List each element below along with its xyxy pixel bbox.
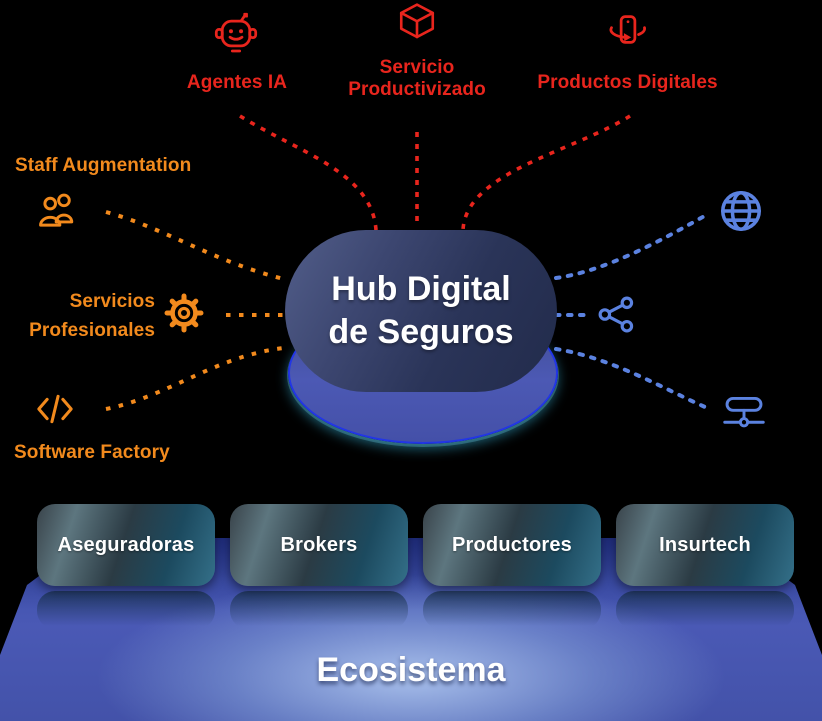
hub-title-line2: de Seguros	[328, 313, 514, 351]
box-label: Aseguradoras	[57, 533, 195, 556]
label-text: Productos Digitales	[537, 72, 718, 93]
box-label: Insurtech	[659, 533, 751, 556]
server-icon	[723, 396, 765, 428]
box-productores: Productores	[423, 504, 601, 586]
box-label: Productores	[451, 533, 572, 556]
box-label: Brokers	[280, 533, 358, 556]
robot-icon	[214, 12, 258, 53]
code-icon	[37, 394, 73, 424]
label-servicio-productivizado: Servicio Productivizado	[327, 57, 507, 102]
ecosistema-label: Ecosistema	[316, 651, 506, 689]
connector-software-factory	[105, 346, 285, 411]
label-staff-augmentation: Staff Augmentation	[15, 155, 225, 177]
hub-digital-de-seguros: Hub Digital de Seguros	[285, 230, 557, 392]
box-insurtech: Insurtech	[616, 504, 794, 586]
connector-agentes-ia	[239, 114, 378, 231]
box-reflection	[230, 591, 408, 629]
box-reflection	[423, 591, 601, 629]
label-text: Staff Augmentation	[15, 155, 192, 176]
globe-icon	[721, 191, 761, 231]
label-text: Profesionales	[29, 319, 155, 341]
label-software-factory: Software Factory	[14, 442, 224, 464]
hub-title-line1: Hub Digital	[331, 270, 511, 308]
box-brokers: Brokers	[230, 504, 408, 586]
rotate-phone-icon	[609, 15, 646, 44]
box-aseguradoras: Aseguradoras	[37, 504, 215, 586]
cube-icon	[399, 3, 435, 39]
connector-staff-augmentation	[105, 210, 285, 281]
box-reflection	[37, 591, 215, 629]
label-text: Servicio	[379, 57, 455, 78]
label-productos-digitales: Productos Digitales	[530, 72, 725, 94]
label-servicios-profesionales: Servicios Profesionales	[0, 288, 155, 345]
label-text: Agentes IA	[186, 72, 288, 93]
label-text: Productivizado	[348, 79, 486, 101]
people-icon	[39, 193, 74, 227]
label-text: Software Factory	[14, 442, 170, 463]
label-agentes-ia: Agentes IA	[147, 72, 327, 94]
connector-server	[554, 347, 707, 409]
share-icon	[598, 296, 634, 333]
box-reflection	[616, 591, 794, 629]
gear-icon	[164, 293, 204, 333]
label-text: Servicios	[69, 291, 155, 312]
connector-productos-digitales	[461, 114, 631, 231]
connector-globe	[554, 212, 710, 280]
